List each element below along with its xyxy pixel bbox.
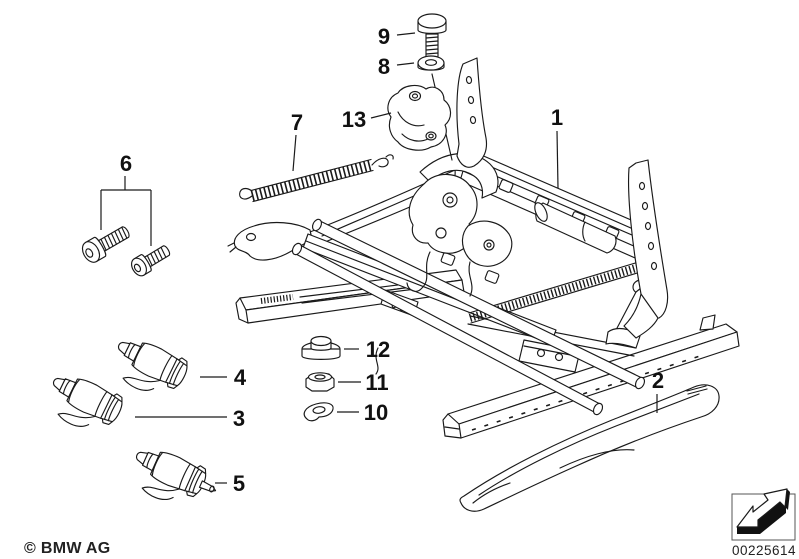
callout-2[interactable]: 2 [652,368,664,393]
motor-4-drawing [104,330,192,406]
bracket-13-drawing [387,84,452,151]
cap-12-drawing [301,335,341,360]
spring-7-drawing [239,154,394,203]
callout-4[interactable]: 4 [234,365,247,390]
callout-9[interactable]: 9 [378,24,390,49]
callout-3[interactable]: 3 [233,406,245,431]
motor-5-drawing [123,439,217,514]
image-stamp: 00225614 [731,488,796,558]
callout-12[interactable]: 12 [366,337,390,362]
callout-10[interactable]: 10 [364,400,388,425]
arrow-down-left-3d-icon [736,488,790,534]
callout-6[interactable]: 6 [120,151,132,176]
callout-1[interactable]: 1 [551,105,563,130]
seat-frame-1-drawing [227,57,740,439]
washer-8-drawing [417,55,445,71]
callout-11[interactable]: 11 [365,370,388,395]
leader-lines [100,32,658,484]
bolt-9-drawing [417,13,447,59]
motor-3-drawing [39,366,127,442]
nut-11-drawing [305,372,335,392]
callout-labels: 1 2 3 4 5 6 7 8 9 10 11 12 13 [120,24,664,496]
callout-13[interactable]: 13 [342,107,366,132]
callout-5[interactable]: 5 [233,471,245,496]
copyright: © BMW AG [24,540,110,557]
callout-7[interactable]: 7 [291,110,303,135]
bolts-6-drawing [81,226,171,277]
trim-panel-2-drawing [459,384,720,512]
image-number: 00225614 [732,543,796,558]
callout-8[interactable]: 8 [378,54,390,79]
eyelet-10-drawing [303,402,334,422]
